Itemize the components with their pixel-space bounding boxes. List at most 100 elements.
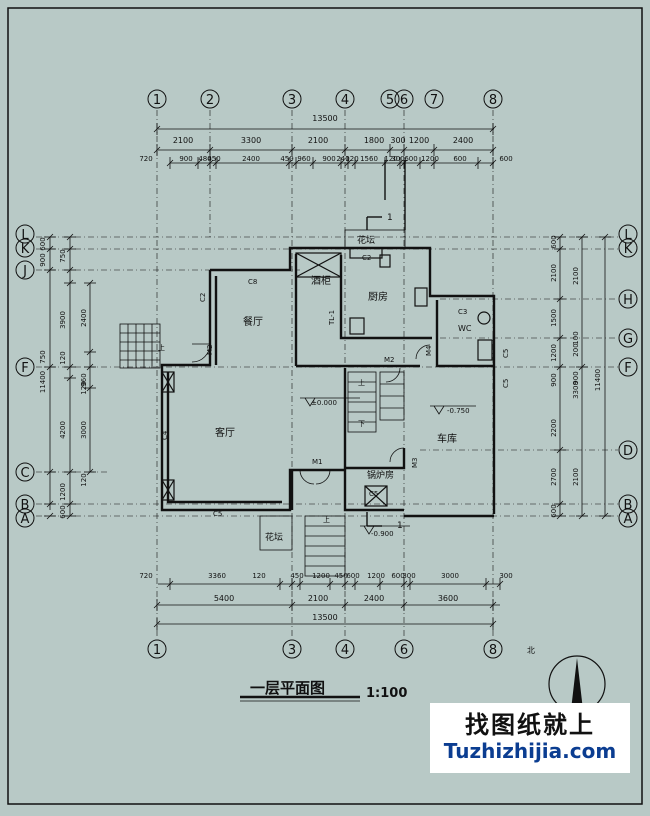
grid-bubble-left-F: F	[15, 357, 35, 377]
dim-top-row1-4: 300	[390, 136, 405, 145]
dim-bottom-row2-3: 3600	[438, 594, 458, 603]
dim-top-row2-6: 960	[297, 155, 310, 163]
dim-right-outer-1: 100	[572, 331, 580, 344]
grid-bubble-bottom-8: 8	[483, 639, 503, 659]
dim-top-row1-3: 1800	[364, 136, 384, 145]
dim-bottom-total: 13500	[312, 613, 337, 622]
room-dining: 餐厅	[243, 315, 263, 328]
grid-bubble-right-D: D	[618, 440, 638, 460]
room-wc: WC	[458, 324, 472, 333]
dim-bottom-row1-1: 3360	[208, 572, 226, 580]
dim-left-outer-1: 600	[39, 237, 47, 250]
grid-bubble-right-B: B	[618, 494, 638, 514]
watermark-url: Tuzhizhijia.com	[443, 739, 617, 763]
grid-bubble-bottom-6: 6	[394, 639, 414, 659]
interior-walls	[161, 247, 493, 507]
grid-bubble-left-C: C	[15, 462, 35, 482]
room-planter-bottom: 花坛	[265, 531, 283, 543]
dim-left-outer-9: 11400	[39, 371, 47, 393]
dim-top-row2-11: 120	[384, 155, 397, 163]
grid-bubble-right-K: K	[618, 238, 638, 258]
window-c3: C3	[458, 308, 467, 316]
dim-bottom-row1-0: 720	[139, 572, 152, 580]
dim-left-inner-1: 960	[80, 373, 88, 386]
dim-left-outer-2: 750	[59, 249, 67, 262]
dim-bottom-row2-2: 2400	[364, 594, 384, 603]
dim-top-row2-10: 1560	[360, 155, 378, 163]
dim-top-row1-2: 2100	[308, 136, 328, 145]
dim-top-row2-5: 450	[280, 155, 293, 163]
grid-bubble-top-5-label: 5	[386, 93, 394, 108]
grid-bubble-right-F-label: F	[624, 361, 631, 376]
elevation-markers	[300, 397, 476, 535]
dim-left-outer-4: 120	[59, 351, 67, 364]
stair-down-mid: 下	[358, 420, 365, 428]
grid-bubble-bottom-8-label: 8	[489, 643, 497, 658]
stair-up-front: 上	[323, 515, 330, 524]
grid-bubble-top-6: 6	[394, 89, 414, 109]
door-m2-stair: M2	[384, 356, 395, 364]
grid-bubble-top-3-label: 3	[288, 93, 296, 108]
grid-bubble-top-1-label: 1	[153, 93, 161, 108]
dim-bottom-row1-10: 3000	[441, 572, 459, 580]
dim-right-outer-0: 2100	[572, 267, 580, 285]
dim-left-inner-3: 3000	[80, 421, 88, 439]
stair-up-mid: 上	[358, 378, 365, 387]
grid-bubble-top-8: 8	[483, 89, 503, 109]
grid-bubble-right-A: A	[618, 508, 638, 528]
section-label-bottom: 1	[397, 521, 403, 531]
section-label-top: 1	[387, 213, 393, 223]
door-m2-dining: M2	[206, 345, 214, 356]
grid-bubble-right-D-label: D	[623, 444, 633, 459]
drawing-scale: 1:100	[366, 686, 407, 701]
watermark-box: 找图纸就上 Tuzhizhijia.com	[430, 703, 630, 773]
dim-top-row1-1: 3300	[241, 136, 261, 145]
grid-bubble-bottom-1: 1	[147, 639, 167, 659]
dim-top-row2-8: 240	[336, 155, 349, 163]
dim-left-inner-2: 120	[80, 381, 88, 394]
dim-bottom-row2-1: 2100	[308, 594, 328, 603]
dim-bottom-row1-6: 600	[346, 572, 359, 580]
dim-top-row2-16: 600	[499, 155, 512, 163]
room-living: 客厅	[215, 426, 235, 439]
dim-bottom-row1-9: 300	[402, 572, 415, 580]
room-boiler: 锅炉房	[367, 469, 394, 481]
window-c2-kitchen: C2	[362, 254, 371, 262]
grid-bubble-top-2: 2	[200, 89, 220, 109]
dim-bottom-row2-0: 5400	[214, 594, 234, 603]
grid-bubble-left-J: J	[15, 260, 35, 280]
dim-top-row2-9: 120	[345, 155, 358, 163]
grid-bubble-right-H-label: H	[623, 293, 633, 308]
grid-bubble-bottom-1-label: 1	[153, 643, 161, 658]
dim-right-inner-8: 600	[550, 504, 558, 517]
dim-top-row1-5: 1200	[409, 136, 429, 145]
dim-bottom-row1-7: 1200	[367, 572, 385, 580]
grid-bubble-left-C-label: C	[20, 466, 29, 481]
window-c5-garage: C5	[502, 379, 510, 388]
door-m3: M3	[411, 458, 419, 469]
dim-top-row2-12: 300	[391, 155, 404, 163]
door-m4: M4	[425, 345, 433, 356]
grid-bubble-left-L: L	[15, 224, 35, 244]
drawing-title: 一层平面图	[250, 679, 325, 697]
grid-bubble-top-7-label: 7	[430, 93, 438, 108]
dim-top-row2-15: 600	[453, 155, 466, 163]
grid-bubble-right-F: F	[618, 357, 638, 377]
window-c5-front: C5	[213, 510, 222, 518]
grid-bubble-right-G-label: G	[623, 332, 633, 347]
window-c2-left: C2	[199, 293, 207, 302]
stairs	[119, 229, 406, 577]
grid-bubble-top-7: 7	[424, 89, 444, 109]
dim-right-inner-5: 3300	[572, 381, 580, 399]
dim-right-inner-4: 900	[550, 373, 558, 386]
dim-top-row1-0: 2100	[173, 136, 193, 145]
grid-bubble-left-K: K	[15, 238, 35, 258]
window-c8: C8	[248, 278, 257, 286]
grid-bubble-top-4: 4	[335, 89, 355, 109]
dimension-ticks	[44, 123, 611, 630]
dim-left-inner-4: 120	[80, 473, 88, 486]
